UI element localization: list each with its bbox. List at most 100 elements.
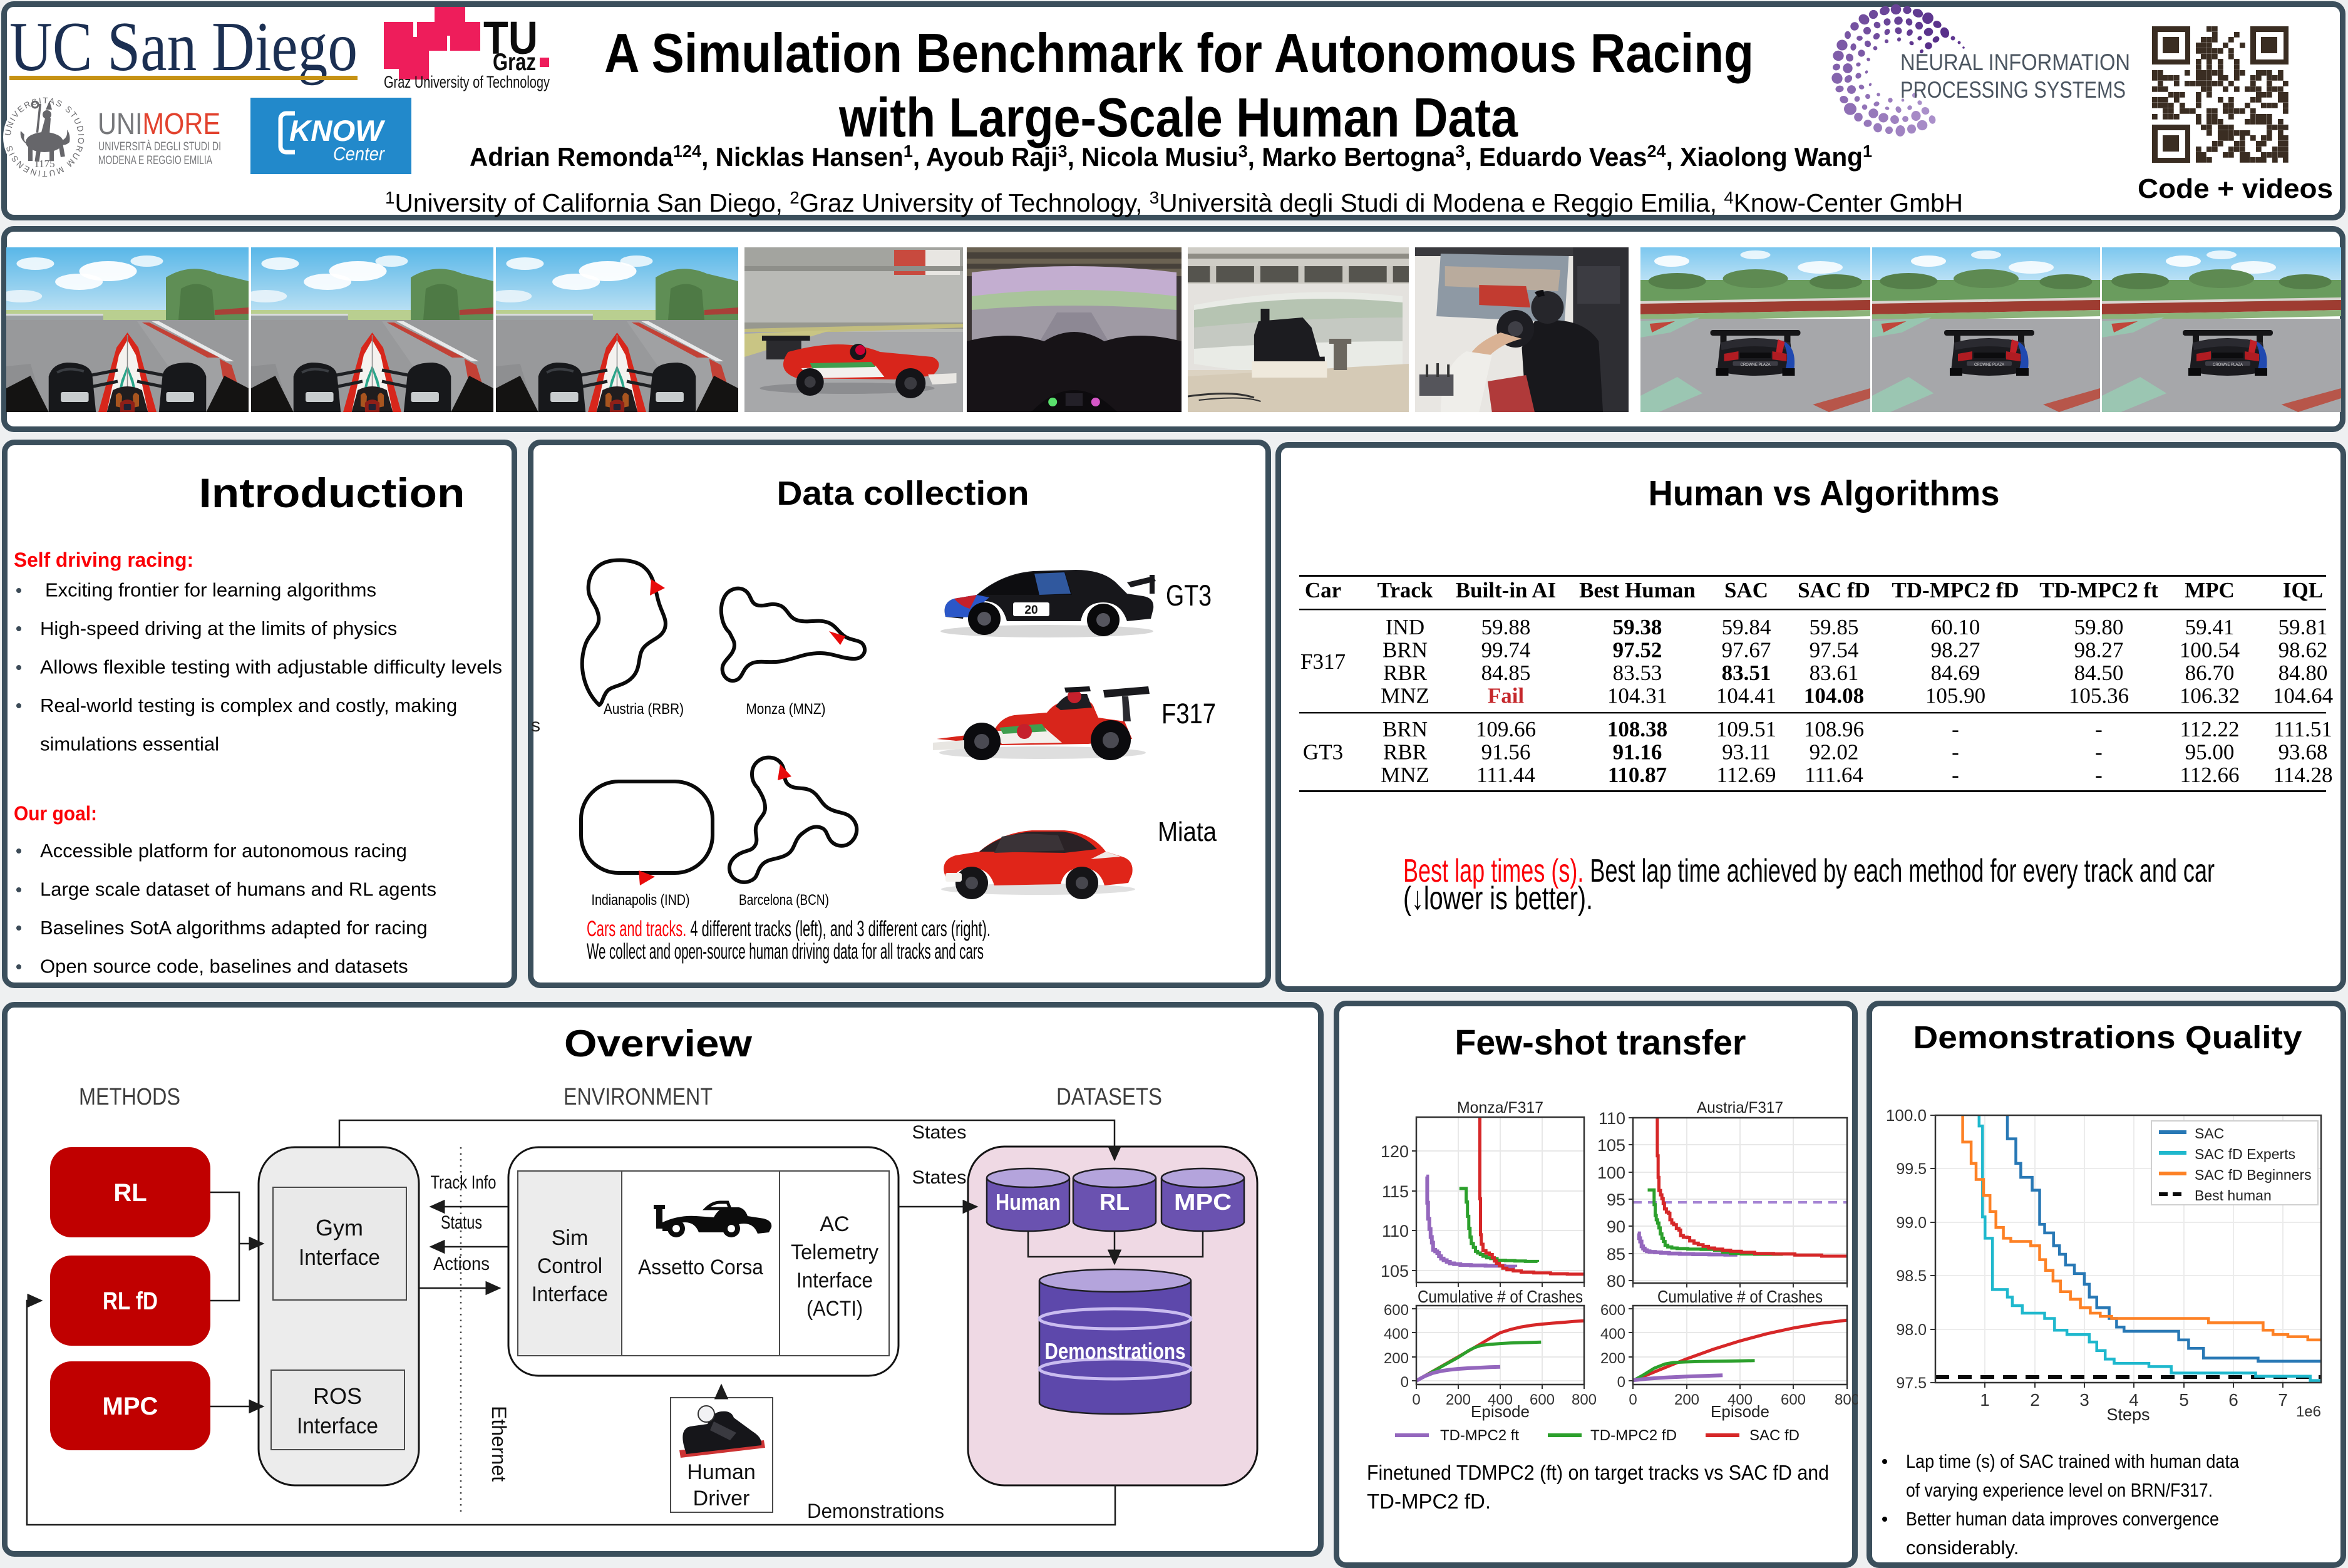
svg-text:Code + videos: Code + videos (2138, 173, 2333, 204)
svg-text:110: 110 (1599, 1109, 1625, 1128)
svg-text:F317: F317 (1161, 698, 1216, 730)
svg-text:110.87: 110.87 (1608, 763, 1667, 787)
svg-text:TU: TU (483, 12, 538, 64)
svg-text:400: 400 (1728, 1391, 1753, 1408)
svg-text:600: 600 (1530, 1391, 1555, 1408)
svg-text:Adrian Remonda124, Nicklas Han: Adrian Remonda124, Nicklas Hansen1, Ayou… (470, 142, 1872, 172)
svg-text:MPC: MPC (1174, 1189, 1232, 1215)
svg-text:ENVIRONMENT: ENVIRONMENT (564, 1084, 713, 1110)
svg-text:TD-MPC2 fD: TD-MPC2 fD (1892, 578, 2019, 602)
svg-text:4: 4 (2129, 1390, 2139, 1410)
svg-text:86.70: 86.70 (2185, 661, 2235, 685)
svg-text:UNIVERSITÀ DEGLI STUDI DI: UNIVERSITÀ DEGLI STUDI DI (98, 140, 221, 153)
svg-text:RL: RL (113, 1179, 147, 1207)
svg-text:109.66: 109.66 (1476, 717, 1536, 741)
svg-text:ROS: ROS (313, 1383, 362, 1409)
svg-text:UC San Diego: UC San Diego (9, 8, 358, 86)
svg-text:111.64: 111.64 (1805, 763, 1863, 787)
svg-text:PROCESSING SYSTEMS: PROCESSING SYSTEMS (1900, 77, 2126, 103)
svg-text:RL: RL (1099, 1189, 1130, 1215)
svg-text:NEURAL INFORMATION: NEURAL INFORMATION (1900, 49, 2130, 75)
svg-text:59.85: 59.85 (1810, 615, 1859, 639)
svg-text:Indianapolis (IND): Indianapolis (IND) (592, 892, 690, 909)
svg-text:97.67: 97.67 (1722, 638, 1771, 663)
svg-text:800: 800 (1835, 1391, 1858, 1408)
svg-text:A Simulation Benchmark for Aut: A Simulation Benchmark for Autonomous Ra… (604, 22, 1754, 84)
svg-text:Track: Track (1377, 578, 1433, 602)
svg-text:DATASETS: DATASETS (1056, 1084, 1162, 1110)
svg-text:95.00: 95.00 (2185, 740, 2235, 765)
svg-text:RBR: RBR (1383, 740, 1428, 765)
svg-text:Demonstrations Quality: Demonstrations Quality (1913, 1019, 2303, 1055)
svg-text:Real-world testing is complex: Real-world testing is complex and costly… (40, 694, 457, 716)
svg-text:Overview: Overview (564, 1023, 752, 1065)
svg-text:59.84: 59.84 (1722, 615, 1771, 639)
svg-text:CROWNE PLAZA: CROWNE PLAZA (2213, 363, 2243, 367)
svg-text:TD-MPC2 ft: TD-MPC2 ft (2039, 578, 2158, 602)
svg-text:Cumulative # of Crashes: Cumulative # of Crashes (1657, 1287, 1823, 1306)
svg-text:KNOW: KNOW (289, 114, 386, 147)
svg-text:100: 100 (1597, 1163, 1625, 1182)
svg-text:20: 20 (1024, 604, 1038, 617)
svg-text:RBR: RBR (1383, 661, 1428, 685)
svg-text:104.64: 104.64 (2273, 684, 2333, 708)
svg-text:MODENA E REGGIO EMILIA: MODENA E REGGIO EMILIA (98, 154, 212, 167)
svg-text:Lap time (s) of SAC trained wi: Lap time (s) of SAC trained with human d… (1906, 1450, 2240, 1472)
svg-text:59.41: 59.41 (2185, 615, 2235, 639)
svg-text:Finetuned TDMPC2 (ft) on targe: Finetuned TDMPC2 (ft) on target tracks v… (1367, 1461, 1829, 1484)
svg-text:104.31: 104.31 (1607, 684, 1667, 708)
svg-text:0: 0 (1412, 1391, 1420, 1408)
svg-text:200: 200 (1384, 1350, 1409, 1367)
svg-text:Gym: Gym (316, 1215, 363, 1240)
svg-text:5: 5 (2179, 1390, 2189, 1410)
svg-text:Allows flexible testing with a: Allows flexible testing with adjustable … (40, 656, 502, 678)
svg-text:Driver: Driver (693, 1487, 750, 1510)
svg-text:1e6: 1e6 (2296, 1403, 2321, 1420)
svg-text:400: 400 (1384, 1326, 1409, 1343)
svg-text:-: - (1952, 763, 1959, 787)
svg-text:98.27: 98.27 (2074, 638, 2124, 663)
svg-text:SAC fD Beginners: SAC fD Beginners (2195, 1167, 2312, 1183)
svg-text:Austria (RBR): Austria (RBR) (604, 701, 684, 718)
svg-text:95: 95 (1607, 1190, 1625, 1209)
svg-text:Interface: Interface (299, 1244, 380, 1270)
svg-text:Better human data improves con: Better human data improves convergence (1906, 1508, 2219, 1530)
svg-text:0: 0 (1617, 1374, 1625, 1391)
svg-text:3: 3 (2079, 1390, 2089, 1410)
svg-text:90: 90 (1607, 1217, 1625, 1236)
svg-text:-: - (2095, 740, 2103, 765)
svg-text:400: 400 (1488, 1391, 1513, 1408)
svg-text:F317: F317 (1300, 649, 1346, 674)
svg-text:AC: AC (820, 1212, 849, 1236)
svg-text:simulations essential: simulations essential (40, 733, 219, 755)
svg-text:States: States (912, 1167, 967, 1188)
svg-text:93.68: 93.68 (2278, 740, 2328, 765)
svg-text:106.32: 106.32 (2180, 684, 2240, 708)
svg-text:Barcelona (BCN): Barcelona (BCN) (739, 892, 829, 909)
svg-text:Graz University of Technology: Graz University of Technology (384, 73, 550, 91)
svg-text:-: - (1952, 740, 1959, 765)
svg-text:Best lap times (s). Best lap t: Best lap times (s). Best lap time achiev… (1403, 853, 2215, 889)
svg-text:98.27: 98.27 (1931, 638, 1980, 663)
svg-text:59.80: 59.80 (2074, 615, 2124, 639)
svg-text:Human: Human (687, 1460, 756, 1484)
svg-text:59.88: 59.88 (1481, 615, 1531, 639)
svg-text:100.54: 100.54 (2180, 638, 2240, 663)
svg-text:CROWNE PLAZA: CROWNE PLAZA (1974, 363, 2004, 367)
svg-text:200: 200 (1446, 1391, 1471, 1408)
svg-text:Austria/F317: Austria/F317 (1697, 1099, 1783, 1117)
svg-text:BRN: BRN (1383, 717, 1428, 741)
svg-text:GT3: GT3 (1166, 579, 1212, 612)
svg-text:SAC fD: SAC fD (1798, 578, 1870, 602)
svg-text:Center: Center (333, 143, 385, 165)
svg-text:97.5: 97.5 (1896, 1375, 1927, 1392)
svg-text:States: States (912, 1122, 967, 1143)
svg-text:TD-MPC2 fD: TD-MPC2 fD (1590, 1427, 1677, 1444)
svg-text:UNIMORE: UNIMORE (98, 108, 220, 141)
svg-text:MPC: MPC (103, 1393, 158, 1420)
svg-text:84.85: 84.85 (1481, 661, 1531, 685)
svg-text:84.80: 84.80 (2278, 661, 2328, 685)
svg-text:MPC: MPC (2185, 578, 2235, 602)
svg-text:Built-in AI: Built-in AI (1456, 578, 1556, 602)
svg-text:Monza/F317: Monza/F317 (1457, 1099, 1543, 1117)
